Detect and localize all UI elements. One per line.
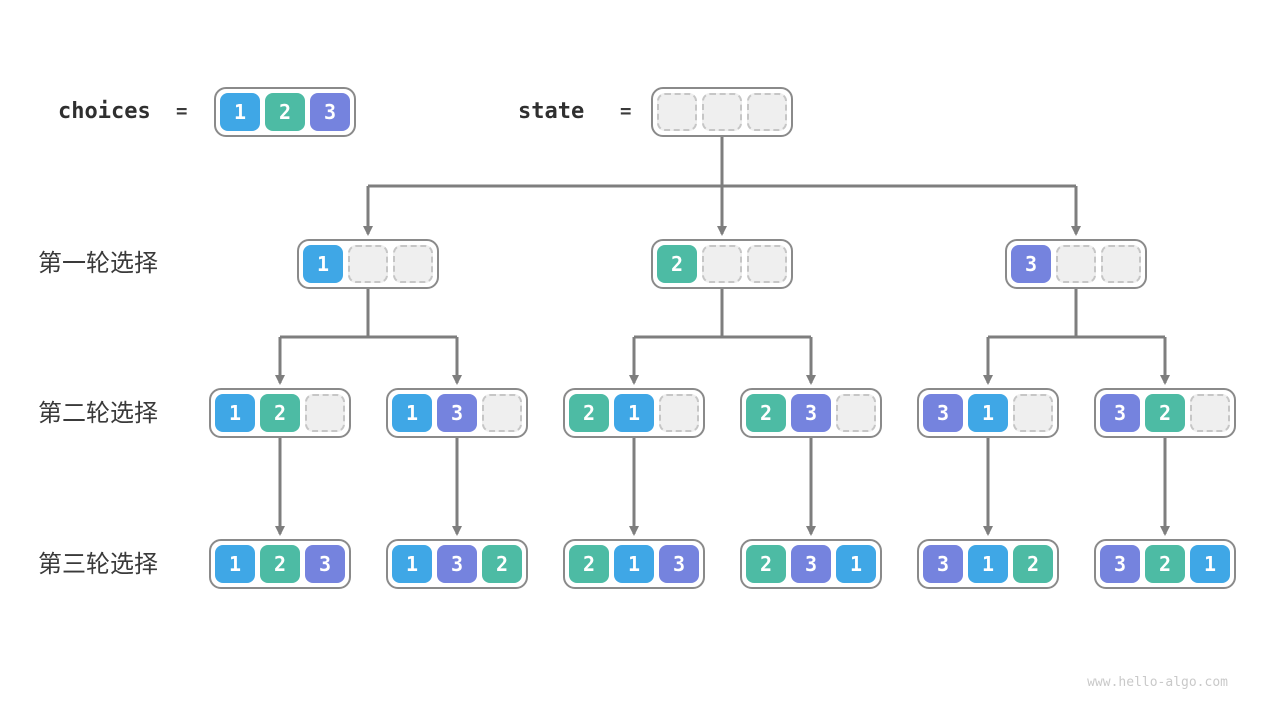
choice-cell-2: 2 [265, 93, 305, 131]
empty-slot [393, 245, 433, 283]
empty-slot [1013, 394, 1053, 432]
round-3-label: 第三轮选择 [38, 551, 158, 578]
empty-slot [1101, 245, 1141, 283]
choice-cell-1: 1 [215, 394, 255, 432]
choice-cell-1: 1 [1190, 545, 1230, 583]
state-node-round1-2: 2 [651, 239, 793, 289]
empty-slot [1190, 394, 1230, 432]
choice-cell-3: 3 [791, 545, 831, 583]
choice-cell-1: 1 [392, 394, 432, 432]
empty-slot [348, 245, 388, 283]
choice-cell-2: 2 [1013, 545, 1053, 583]
choice-cell-1: 1 [968, 394, 1008, 432]
choice-cell-3: 3 [659, 545, 699, 583]
choice-cell-2: 2 [569, 545, 609, 583]
choice-cell-1: 1 [968, 545, 1008, 583]
choice-cell-2: 2 [1145, 545, 1185, 583]
choice-cell-1: 1 [614, 545, 654, 583]
choice-cell-3: 3 [1100, 545, 1140, 583]
choice-cell-1: 1 [215, 545, 255, 583]
choice-cell-2: 2 [260, 545, 300, 583]
choice-cell-1: 1 [836, 545, 876, 583]
empty-slot [659, 394, 699, 432]
choice-cell-3: 3 [923, 394, 963, 432]
empty-slot [747, 93, 787, 131]
empty-slot [305, 394, 345, 432]
choice-cell-1: 1 [392, 545, 432, 583]
empty-slot [482, 394, 522, 432]
state-equals-sign: = [620, 100, 632, 122]
choice-cell-2: 2 [1145, 394, 1185, 432]
choice-cell-2: 2 [482, 545, 522, 583]
choices-label: choices [58, 99, 151, 124]
choice-cell-3: 3 [791, 394, 831, 432]
empty-slot [747, 245, 787, 283]
choice-cell-3: 3 [1100, 394, 1140, 432]
choice-cell-2: 2 [746, 545, 786, 583]
choice-cell-3: 3 [1011, 245, 1051, 283]
state-node-round1-1: 1 [297, 239, 439, 289]
choices-equals-sign: = [176, 100, 188, 122]
empty-slot [657, 93, 697, 131]
round-2-label: 第二轮选择 [38, 400, 158, 427]
choice-cell-3: 3 [437, 394, 477, 432]
choice-cell-2: 2 [657, 245, 697, 283]
choice-cell-2: 2 [569, 394, 609, 432]
choice-cell-2: 2 [260, 394, 300, 432]
choice-cell-1: 1 [303, 245, 343, 283]
choice-cell-1: 1 [220, 93, 260, 131]
choice-cell-3: 3 [437, 545, 477, 583]
choice-cell-3: 3 [923, 545, 963, 583]
empty-slot [1056, 245, 1096, 283]
choice-cell-1: 1 [614, 394, 654, 432]
state-node-round1-3: 3 [1005, 239, 1147, 289]
state-label: state [518, 99, 585, 124]
state-array-box [651, 87, 793, 137]
round-1-label: 第一轮选择 [38, 250, 158, 277]
choice-cell-2: 2 [746, 394, 786, 432]
empty-slot [836, 394, 876, 432]
watermark: www.hello-algo.com [1087, 675, 1228, 690]
choice-cell-3: 3 [310, 93, 350, 131]
empty-slot [702, 245, 742, 283]
empty-slot [702, 93, 742, 131]
choice-cell-3: 3 [305, 545, 345, 583]
